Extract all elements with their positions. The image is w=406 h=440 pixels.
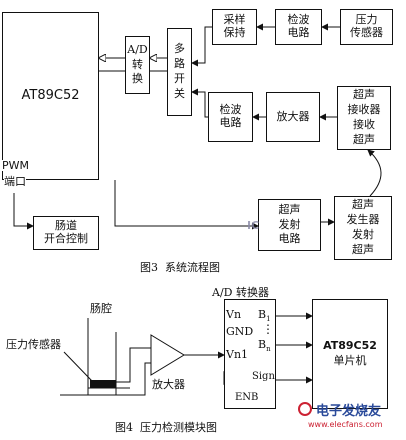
pin-dots: ⋮ (262, 322, 274, 336)
watermark-url: www.elecfans.com (308, 420, 383, 429)
pressure-sensor-text-1: 压力 (355, 13, 378, 27)
ad-converter-title: A/D 转换器 (212, 286, 269, 299)
mcu-chip: AT89C52 单片机 (312, 299, 388, 409)
transmitter-text-1: 超声 (352, 198, 374, 212)
transmitter-text-3: 发射 (352, 228, 374, 241)
mcu-chip-line2: 单片机 (333, 354, 367, 367)
ad-converter-block: A/D 转 换 (125, 36, 150, 94)
gut-control-block: 肠道 开合控制 (33, 216, 99, 250)
ad-converter-chip (224, 299, 276, 409)
mcu-label: AT89C52 (21, 87, 80, 103)
watermark-logo-icon (298, 402, 312, 416)
pwm-port-label: 端口 (4, 175, 26, 188)
detector-block-2: 检波 电路 (208, 92, 253, 142)
gut-control-text-2: 开合控制 (44, 232, 88, 245)
pressure-sensor-label: 压力传感器 (6, 338, 61, 351)
pin-vn: Vn (226, 308, 242, 321)
detector-1-text-1: 检波 (287, 13, 310, 27)
pin-b1: B1 (258, 309, 271, 323)
pin-bn-letter: B (258, 338, 267, 351)
pressure-sensor-text-2: 传感器 (350, 26, 383, 39)
ad-text-3: 换 (132, 72, 143, 86)
amplifier-text: 放大器 (276, 109, 310, 123)
ultrasound-receiver-block: 超声 接收器 接收 超声 (337, 86, 391, 150)
transmitter-text-2: 发生器 (346, 213, 380, 227)
pin-b1-sub: 1 (266, 315, 271, 324)
mux-text-2: 路 (174, 57, 185, 71)
receiver-text-3: 接收 (353, 118, 375, 131)
sample-hold-block: 采样 保持 (212, 9, 257, 45)
figure-3-caption: 图3 系统流程图 (140, 261, 220, 274)
drive-text-2: 发射 (278, 217, 301, 231)
pwm-label: PWM (2, 159, 30, 172)
drive-text-3: 电路 (278, 232, 301, 246)
watermark-overlay: IC (247, 219, 260, 232)
gut-cavity-label: 肠腔 (90, 302, 112, 315)
detector-1-text-2: 电路 (287, 26, 310, 39)
ad-text-1: A/D (127, 42, 148, 56)
sample-hold-text-2: 保持 (223, 26, 246, 39)
sample-hold-text-1: 采样 (223, 13, 246, 27)
amplifier-block: 放大器 (266, 92, 320, 142)
ad-text-2: 转 (132, 57, 143, 71)
elecfans-logo: 电子发烧友 www.elecfans.com (298, 396, 398, 436)
drive-text-1: 超声 (278, 202, 301, 216)
pin-gnd: GND (226, 325, 254, 338)
pressure-sensor-block: 压力 传感器 (340, 9, 393, 45)
pin-bn-sub: n (266, 345, 271, 354)
detector-2-text-1: 检波 (219, 103, 242, 117)
figure-4-caption: 图4 压力检测模块图 (115, 421, 217, 434)
transmitter-text-4: 超声 (352, 242, 374, 256)
detector-block-1: 检波 电路 (275, 9, 322, 45)
watermark-logo-text: 电子发烧友 (316, 404, 382, 419)
pin-enb: ENB (235, 392, 259, 403)
ultrasound-drive-block: 超声 发射 电路 (258, 199, 321, 251)
amplifier-label: 放大器 (152, 378, 185, 391)
ultrasound-transmitter-block: 超声 发生器 发射 超声 (334, 196, 392, 260)
pin-vn1: Vn1 (226, 348, 249, 361)
mux-text-3: 开 (174, 72, 185, 85)
gut-control-text-1: 肠道 (55, 219, 77, 233)
receiver-text-4: 超声 (353, 132, 375, 146)
pin-b1-letter: B (258, 308, 267, 321)
mux-text-1: 多 (174, 42, 185, 56)
receiver-text-2: 接收器 (347, 103, 381, 117)
pin-sign: Sign (252, 371, 275, 382)
detector-2-text-2: 电路 (219, 116, 242, 129)
receiver-text-1: 超声 (353, 88, 375, 102)
mcu-chip-line1: AT89C52 (323, 339, 377, 353)
mux-text-4: 关 (174, 86, 185, 100)
multiplexer-block: 多 路 开 关 (167, 28, 192, 116)
mcu-block: AT89C52 (2, 12, 99, 180)
pin-bn: Bn (258, 339, 271, 353)
